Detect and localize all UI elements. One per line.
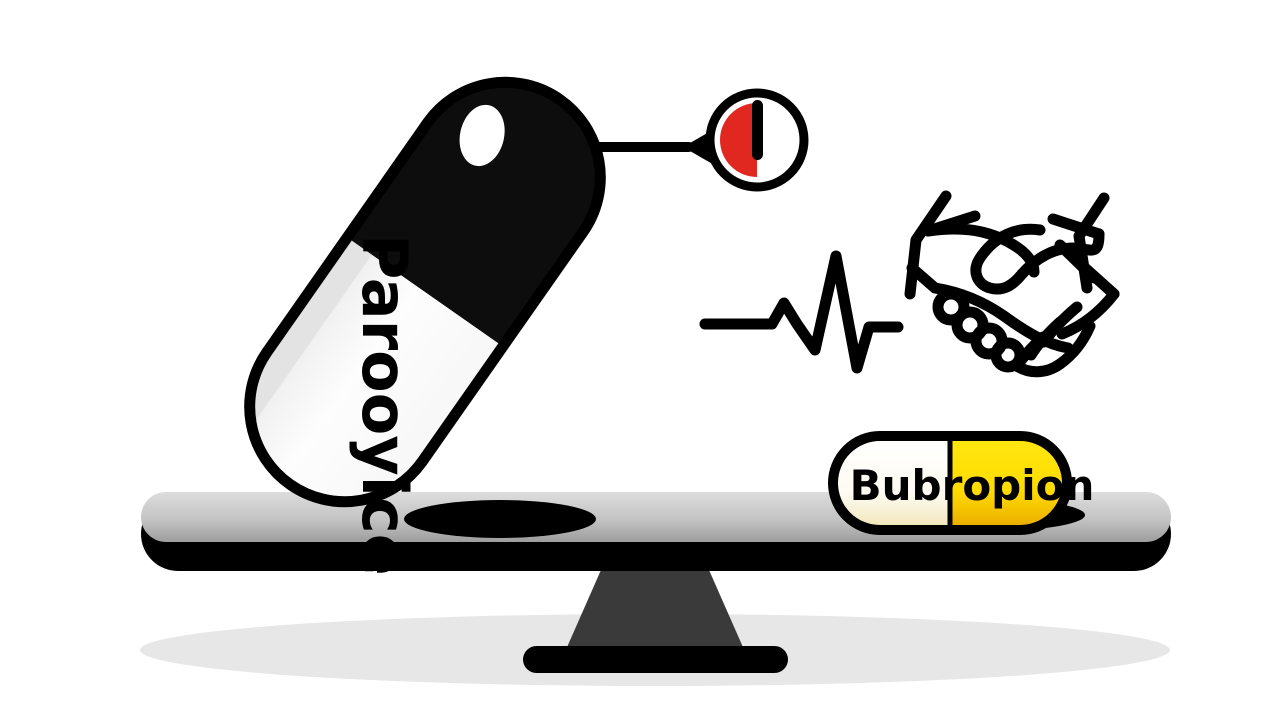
capsule-bottom-half (212, 237, 503, 539)
handshake-right-hand-top (970, 223, 1046, 295)
capsule-contact-shadow (404, 500, 596, 538)
handshake-right-cuff-bar (1047, 213, 1105, 240)
capsule-outline (244, 76, 606, 508)
capsule-highlight (459, 104, 505, 167)
heartbeat-icon[interactable] (699, 250, 904, 374)
pill-right-half (950, 436, 1067, 530)
bupropion-tablet[interactable]: Bubropion (828, 431, 1095, 535)
handshake-left-cuff (904, 190, 952, 300)
gauge-icon[interactable] (594, 88, 809, 192)
paroxetine-capsule[interactable]: Parooyice (187, 44, 690, 610)
pill-left-half (833, 436, 950, 530)
heartbeat-line (699, 250, 904, 374)
handshake-knuckle-1 (932, 288, 970, 326)
balance-stand (523, 570, 788, 673)
balance-pedestal (564, 570, 746, 654)
capsule-label: Parooyice (348, 234, 421, 576)
handshake-finger-grip (1011, 320, 1096, 378)
gauge-dial-fill (720, 103, 757, 177)
pill-outline (828, 431, 1072, 535)
handshake-icon[interactable] (904, 190, 1120, 378)
handshake-palm-contour-right (1056, 288, 1120, 340)
capsule-top-half (347, 45, 638, 347)
balance-foot (523, 646, 788, 673)
gauge-needle (752, 100, 763, 160)
gauge-ring (705, 88, 809, 192)
pill-label: Bubropion (850, 461, 1095, 510)
gauge-handle-bar (594, 142, 694, 152)
handshake-clasp (1016, 228, 1105, 280)
